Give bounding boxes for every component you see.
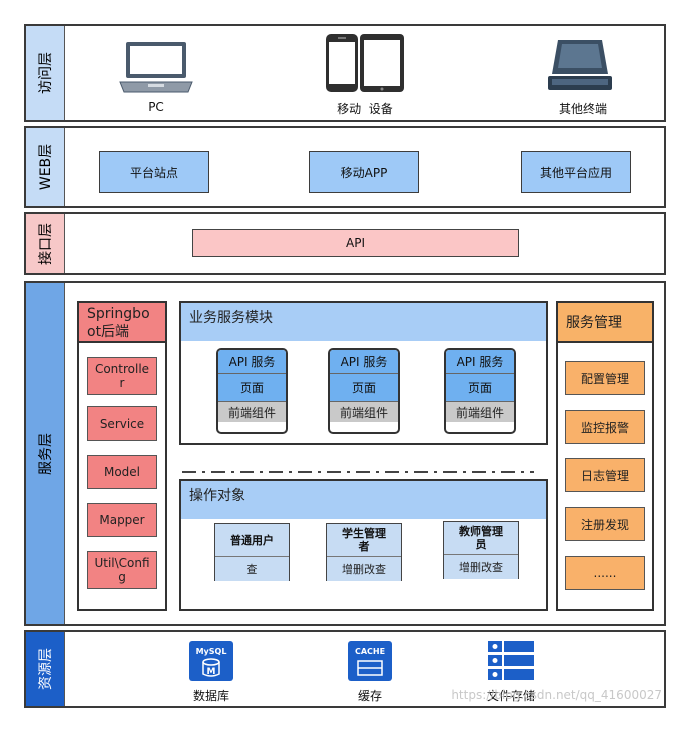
operation-object-card-3[interactable]: 教师管理员 增删改查: [443, 521, 519, 579]
api-frontend-label: 前端组件: [446, 402, 514, 422]
api-frontend-label: 前端组件: [330, 402, 398, 422]
watermark: https://blog.csdn.net/qq_41600027: [451, 688, 662, 702]
device-label-terminal: 其他终端: [558, 102, 607, 116]
service-management-panel: 服务管理 配置管理 监控报警 日志管理 注册发现 ......: [556, 301, 654, 611]
api-service-card-2[interactable]: API 服务 页面 前端组件: [328, 348, 400, 434]
springboot-controller[interactable]: Controller: [87, 357, 157, 395]
operation-object-name: 普通用户: [215, 524, 289, 557]
operation-object-card-1[interactable]: 普通用户 查: [214, 523, 290, 581]
web-item-other-apps[interactable]: 其他平台应用: [521, 151, 631, 193]
resource-label-cache: 缓存: [357, 689, 382, 703]
operation-object-title: 操作对象: [179, 479, 548, 521]
api-service-card-1[interactable]: API 服务 页面 前端组件: [216, 348, 288, 434]
interface-layer: 接口层 API: [24, 212, 666, 275]
springboot-util-config[interactable]: Util\Config: [87, 551, 157, 589]
api-page-label: 页面: [446, 374, 514, 402]
web-layer: WEB层 平台站点 移动APP 其他平台应用: [24, 126, 666, 208]
cache-icon: CACHE: [348, 641, 392, 681]
laptop-icon: [118, 40, 194, 96]
mobile-devices-icon: [324, 32, 406, 94]
svg-text:M: M: [207, 667, 216, 677]
resource-label-database: 数据库: [192, 689, 229, 703]
terminal-icon: [544, 38, 616, 94]
operation-object-action: 查: [215, 557, 289, 581]
mgmt-config[interactable]: 配置管理: [565, 361, 645, 395]
business-module-title: 业务服务模块: [179, 301, 548, 343]
device-label-pc: PC: [148, 100, 164, 114]
mgmt-log[interactable]: 日志管理: [565, 458, 645, 492]
springboot-mapper[interactable]: Mapper: [87, 503, 157, 537]
access-layer: 访问层 PC 移动 设备 其他终端: [24, 24, 666, 122]
springboot-title: Springboot后端: [79, 303, 165, 343]
web-item-platform-site[interactable]: 平台站点: [99, 151, 209, 193]
dash-dot-divider: [182, 459, 534, 473]
resource-layer: 资源层 MySQL M 数据库 CACHE 缓存: [24, 630, 666, 708]
api-service-label: API 服务: [330, 350, 398, 374]
operation-object-name: 教师管理员: [444, 522, 518, 555]
operation-object-action: 增删改查: [444, 555, 518, 579]
operation-object-action: 增删改查: [327, 557, 401, 581]
mysql-badge-text: MySQL: [196, 647, 227, 656]
service-layer: 服务层 Springboot后端 Controller Service Mode…: [24, 281, 666, 626]
api-page-label: 页面: [330, 374, 398, 402]
access-layer-label: 访问层: [26, 26, 65, 120]
mgmt-monitor-alarm[interactable]: 监控报警: [565, 410, 645, 444]
api-bar[interactable]: API: [192, 229, 519, 257]
springboot-panel: Springboot后端 Controller Service Model Ma…: [77, 301, 167, 611]
api-frontend-label: 前端组件: [218, 402, 286, 422]
device-label-mobile: 移动 设备: [337, 102, 393, 116]
api-service-label: API 服务: [218, 350, 286, 374]
resource-layer-label: 资源层: [26, 632, 65, 706]
api-service-label: API 服务: [446, 350, 514, 374]
api-service-card-3[interactable]: API 服务 页面 前端组件: [444, 348, 516, 434]
interface-layer-label: 接口层: [26, 214, 65, 273]
springboot-model[interactable]: Model: [87, 455, 157, 489]
springboot-service[interactable]: Service: [87, 406, 157, 441]
operation-object-panel: 普通用户 查 学生管理者 增删改查 教师管理员 增删改查: [179, 519, 548, 611]
operation-object-card-2[interactable]: 学生管理者 增删改查: [326, 523, 402, 581]
service-management-title: 服务管理: [558, 303, 652, 343]
business-module-panel: API 服务 页面 前端组件 API 服务 页面 前端组件 API 服务 页面 …: [179, 341, 548, 445]
web-layer-label: WEB层: [26, 128, 65, 206]
service-layer-label: 服务层: [26, 283, 65, 624]
resource-label-file-storage: 文件存储: [486, 689, 535, 703]
web-item-mobile-app[interactable]: 移动APP: [309, 151, 419, 193]
mysql-icon: MySQL M: [189, 641, 233, 681]
cache-badge-text: CACHE: [355, 647, 385, 656]
file-storage-icon: [488, 641, 534, 681]
api-page-label: 页面: [218, 374, 286, 402]
mgmt-registry-discovery[interactable]: 注册发现: [565, 507, 645, 541]
operation-object-name: 学生管理者: [327, 524, 401, 557]
mgmt-more[interactable]: ......: [565, 556, 645, 590]
